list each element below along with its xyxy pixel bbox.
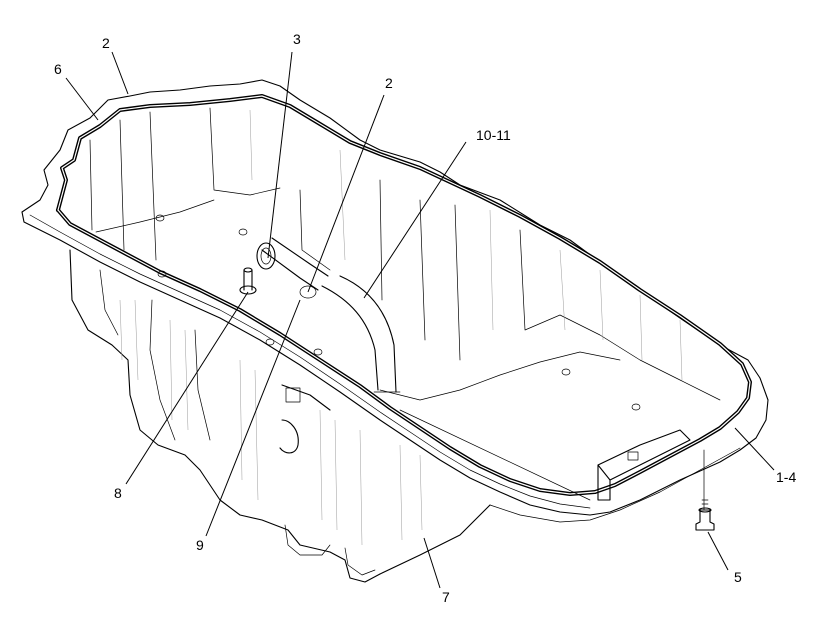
callout-8: 8	[114, 485, 122, 501]
callout-labels: 6 2 3 2 10-11 1-4 5 7 8 9	[54, 31, 796, 605]
oil-suction-tube	[256, 237, 401, 393]
callout-2-b: 2	[385, 75, 393, 91]
callout-7: 7	[442, 589, 450, 605]
bolt-5	[695, 449, 715, 531]
callout-9: 9	[196, 537, 204, 553]
leader-lines	[65, 51, 775, 589]
callout-1-4: 1-4	[776, 469, 796, 485]
callout-3: 3	[293, 31, 301, 47]
rear-bracket	[597, 429, 691, 501]
callout-6: 6	[54, 61, 62, 77]
callout-10-11: 10-11	[476, 127, 511, 143]
fasteners	[239, 267, 331, 454]
callout-2-a: 2	[102, 35, 110, 51]
oil-pan-body	[21, 79, 769, 583]
callout-5: 5	[734, 569, 742, 585]
